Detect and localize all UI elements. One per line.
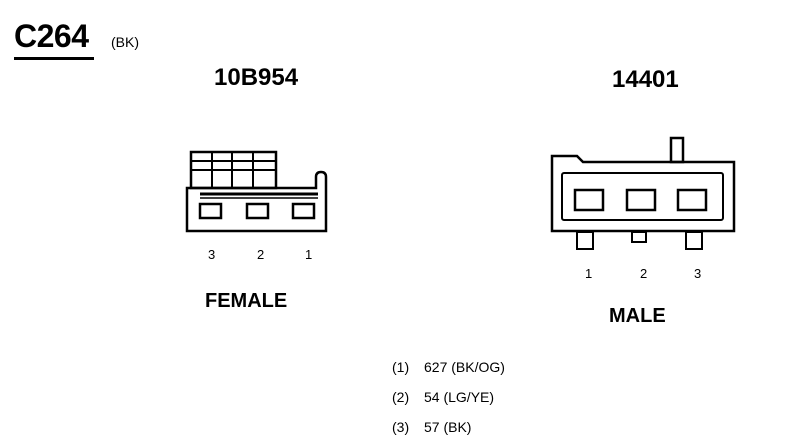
female-pin-label: 3: [208, 247, 216, 262]
circuit-row: (1) 627 (BK/OG): [392, 359, 505, 375]
female-pin-label: 1: [305, 247, 313, 262]
male-pin-label: 1: [585, 266, 593, 281]
title-underline: [14, 57, 94, 60]
female-connector-drawing: [185, 150, 328, 233]
circuit-pin: (2): [392, 389, 410, 405]
male-label: MALE: [609, 305, 666, 327]
female-pin-label: 2: [257, 247, 265, 262]
female-part-number: 10B954: [214, 64, 299, 91]
circuit-desc: 627 (BK/OG): [424, 359, 505, 375]
circuit-pin: (1): [392, 359, 410, 375]
connector-id: C264: [14, 18, 89, 54]
circuit-row: (2) 54 (LG/YE): [392, 389, 494, 405]
connector-color: (BK): [111, 34, 139, 50]
female-label: FEMALE: [205, 290, 288, 312]
male-pin-label: 3: [694, 266, 702, 281]
male-connector-drawing: [550, 136, 736, 250]
male-pin-label: 2: [640, 266, 648, 281]
male-part-number: 14401: [612, 66, 679, 93]
circuit-desc: 57 (BK): [424, 419, 472, 435]
circuit-pin: (3): [392, 419, 410, 435]
circuit-desc: 54 (LG/YE): [424, 389, 495, 405]
circuit-row: (3) 57 (BK): [392, 419, 471, 435]
